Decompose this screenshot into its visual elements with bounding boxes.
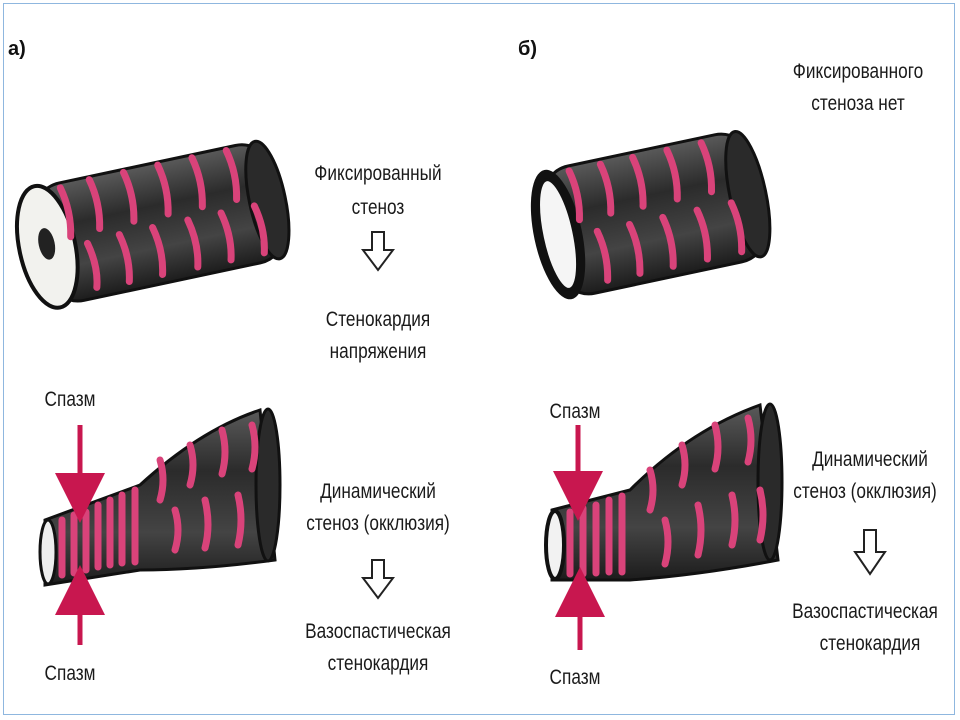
hollow-arrow-a-1 <box>361 231 395 272</box>
dynamic-stenosis-b-1: Динамический <box>812 448 928 471</box>
no-fixed-stenosis-1: Фиксированного <box>792 60 924 83</box>
spasm-label-b-bottom: Спазм <box>549 666 601 689</box>
fixed-stenosis-label-1: Фиксированный <box>314 162 442 185</box>
dynamic-stenosis-a-1: Динамический <box>320 480 436 503</box>
angina-label-1: Стенокардия <box>325 308 431 331</box>
vasospastic-a-1: Вазоспастическая <box>305 620 451 643</box>
vessel-b-bottom <box>544 402 784 650</box>
vasospastic-b-2: стенокардия <box>819 632 921 655</box>
vessel-b-top <box>530 129 772 300</box>
dynamic-stenosis-a-2: стеноз (окклюзия) <box>306 512 450 535</box>
panel-label-a: а) <box>8 38 26 60</box>
angina-label-2: напряжения <box>329 340 427 363</box>
vasospastic-b-1: Вазоспастическая <box>792 600 938 623</box>
no-fixed-stenosis-2: стеноза нет <box>811 92 905 115</box>
fixed-stenosis-label-2: стеноз <box>351 196 405 219</box>
vessel-a-top <box>15 139 291 310</box>
spasm-label-b-top: Спазм <box>549 400 601 423</box>
spasm-label-a-top: Спазм <box>44 388 96 411</box>
spasm-label-a-bottom: Спазм <box>44 662 96 685</box>
slide-frame <box>3 3 955 715</box>
hollow-arrow-b-1 <box>853 529 887 576</box>
vessel-a-bottom <box>38 407 282 645</box>
panel-label-b: б) <box>518 38 538 60</box>
dynamic-stenosis-b-2: стеноз (окклюзия) <box>793 480 937 503</box>
hollow-arrow-a-2 <box>361 559 395 600</box>
vasospastic-a-2: стенокардия <box>327 652 429 675</box>
